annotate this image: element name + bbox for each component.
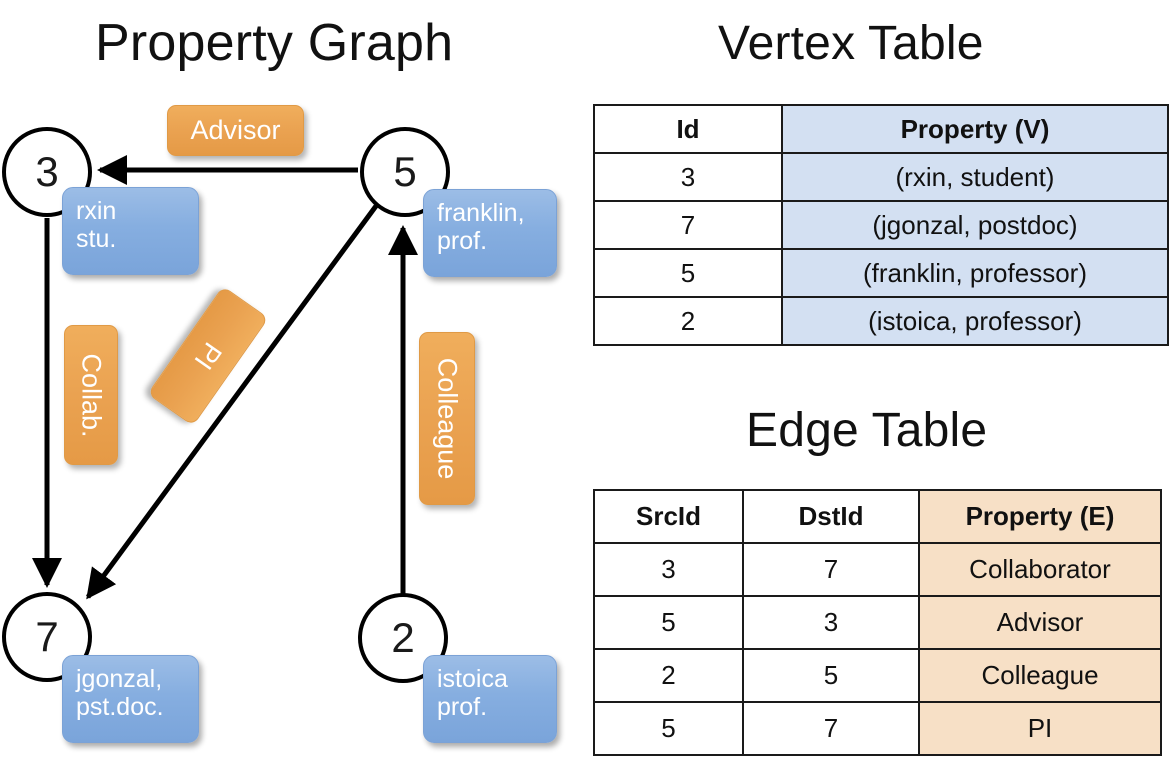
vertex-row-property: (franklin, professor) <box>781 248 1169 298</box>
vertex-row-property: (istoica, professor) <box>781 296 1169 346</box>
vertex-property-box-2[interactable]: istoica prof. <box>423 655 557 743</box>
table-row[interactable]: 5 (franklin, professor) <box>593 248 1169 298</box>
vertex-property-box-3-line1: rxin <box>76 197 117 225</box>
edge-table-header-srcid: SrcId <box>593 489 744 544</box>
table-row[interactable]: 5 7 PI <box>593 701 1162 756</box>
vertex-row-property: (rxin, student) <box>781 152 1169 202</box>
edge-table-header-property: Property (E) <box>918 489 1162 544</box>
vertex-property-box-7-line2: pst.doc. <box>76 693 164 721</box>
vertex-property-box-7[interactable]: jgonzal, pst.doc. <box>62 655 199 743</box>
vertex-table-header-id: Id <box>593 104 783 154</box>
edge-table-header-dstid: DstId <box>742 489 920 544</box>
edge-row-dst: 7 <box>742 701 920 756</box>
edge-row-src: 3 <box>593 542 744 597</box>
edge-label-collab-text: Collab. <box>76 352 107 438</box>
edge-table: SrcId DstId Property (E) 3 7 Collaborato… <box>593 489 1162 756</box>
property-graph-panel: Property Graph 3 5 7 2 rxin stu. frankli… <box>2 14 557 743</box>
edge-label-advisor[interactable]: Advisor <box>167 105 304 156</box>
table-row[interactable]: 7 (jgonzal, postdoc) <box>593 200 1169 250</box>
page-title-property-graph: Property Graph <box>95 14 454 72</box>
table-row[interactable]: 2 5 Colleague <box>593 648 1162 703</box>
edge-row-src: 5 <box>593 701 744 756</box>
edge-table-title: Edge Table <box>746 404 988 457</box>
table-row[interactable]: 3 (rxin, student) <box>593 152 1169 202</box>
vertex-property-box-3-line2: stu. <box>76 225 117 253</box>
vertex-property-box-5-line2: prof. <box>437 227 488 255</box>
edge-label-colleague-text: Colleague <box>432 357 463 480</box>
vertex-property-box-2-line2: prof. <box>437 693 488 721</box>
graph-node-5[interactable]: 5 <box>360 127 450 217</box>
vertex-property-box-7-line1: jgonzal, <box>76 665 163 693</box>
graph-node-2-label: 2 <box>391 614 415 661</box>
graph-node-7-label: 7 <box>35 613 59 660</box>
edge-5-to-7 <box>85 204 379 600</box>
graph-node-5-label: 5 <box>393 148 417 195</box>
edge-row-dst: 5 <box>742 648 920 703</box>
vertex-property-box-5-line1: franklin, <box>437 199 525 227</box>
vertex-property-box-5[interactable]: franklin, prof. <box>423 189 557 277</box>
vertex-table-header-row: Id Property (V) <box>593 104 1169 154</box>
vertex-row-id: 3 <box>593 152 783 202</box>
graph-edges-svg <box>32 155 418 600</box>
vertex-row-id: 5 <box>593 248 783 298</box>
vertex-row-id: 7 <box>593 200 783 250</box>
vertex-row-property: (jgonzal, postdoc) <box>781 200 1169 250</box>
edge-row-src: 5 <box>593 595 744 650</box>
vertex-property-box-2-line1: istoica <box>437 665 508 693</box>
vertex-table-header-property: Property (V) <box>781 104 1169 154</box>
edge-label-colleague[interactable]: Colleague <box>419 332 475 505</box>
edge-label-collab[interactable]: Collab. <box>64 325 118 465</box>
edge-row-dst: 7 <box>742 542 920 597</box>
table-row[interactable]: 2 (istoica, professor) <box>593 296 1169 346</box>
edge-label-advisor-text: Advisor <box>190 115 281 145</box>
table-row[interactable]: 3 7 Collaborator <box>593 542 1162 597</box>
vertex-table: Id Property (V) 3 (rxin, student) 7 (jgo… <box>593 104 1169 346</box>
edge-row-property: Collaborator <box>918 542 1162 597</box>
edge-row-property: Colleague <box>918 648 1162 703</box>
edge-row-src: 2 <box>593 648 744 703</box>
graph-node-2[interactable]: 2 <box>358 593 448 683</box>
vertex-table-title: Vertex Table <box>718 17 984 70</box>
graph-node-3-label: 3 <box>35 148 59 195</box>
edge-row-dst: 3 <box>742 595 920 650</box>
edge-label-pi-text: PI <box>188 337 229 376</box>
vertex-row-id: 2 <box>593 296 783 346</box>
vertex-property-box-3[interactable]: rxin stu. <box>62 187 199 275</box>
edge-table-header-row: SrcId DstId Property (E) <box>593 489 1162 544</box>
edge-row-property: PI <box>918 701 1162 756</box>
table-row[interactable]: 5 3 Advisor <box>593 595 1162 650</box>
edge-row-property: Advisor <box>918 595 1162 650</box>
